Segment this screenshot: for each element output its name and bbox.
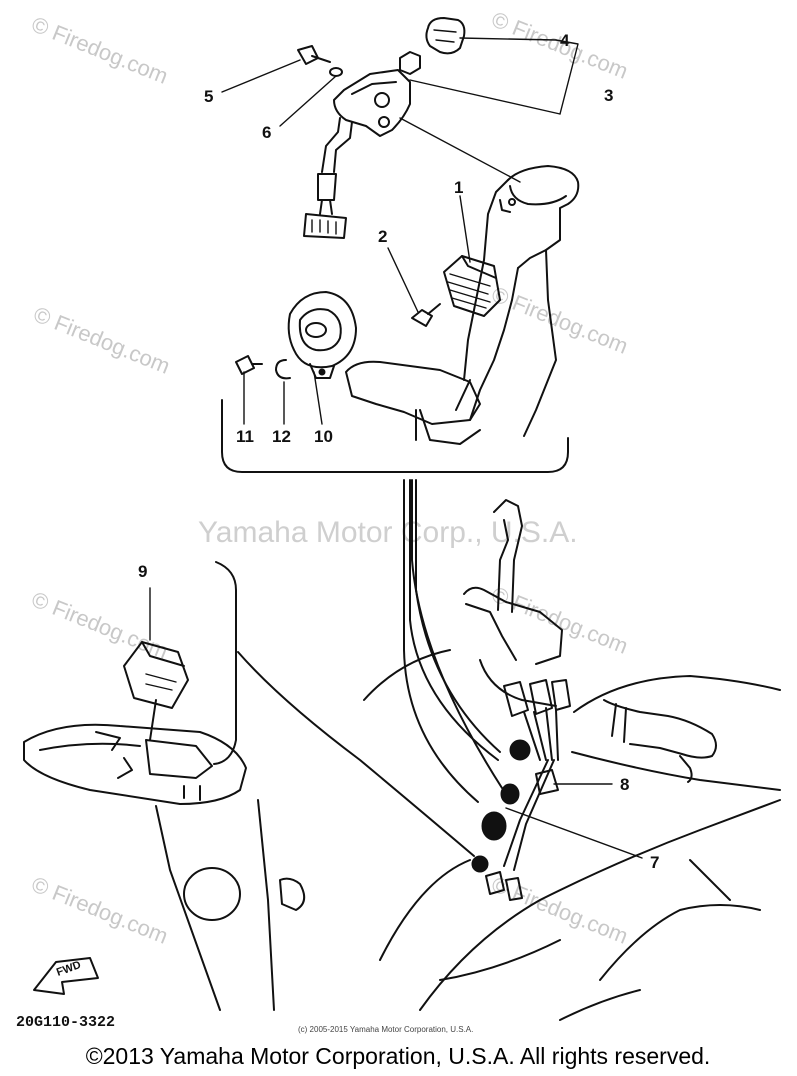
callout-6: 6	[262, 123, 271, 142]
callout-1: 1	[454, 178, 463, 197]
handlebar-assembly	[363, 499, 781, 1021]
horn-assembly	[235, 291, 357, 380]
watermark-corp: Yamaha Motor Corp., U.S.A.	[198, 516, 578, 549]
callout-12: 12	[272, 427, 291, 446]
callout-5: 5	[204, 87, 213, 106]
watermark-site: © Firedog.com	[28, 871, 171, 948]
watermark-site: © Firedog.com	[30, 301, 173, 378]
small-copyright: (c) 2005-2015 Yamaha Motor Corporation, …	[298, 1025, 473, 1034]
main-switch-assembly	[297, 17, 466, 239]
frame-head	[345, 165, 580, 445]
watermark-site: © Firedog.com	[28, 11, 171, 88]
callout-9: 9	[138, 562, 147, 581]
detail-bracket	[221, 399, 569, 473]
bolt-part-2	[411, 303, 441, 327]
front-panel	[23, 723, 306, 1011]
relay-part-1	[443, 255, 501, 317]
wire-runs	[213, 479, 503, 857]
callout-2: 2	[378, 227, 387, 246]
callout-8: 8	[620, 775, 629, 794]
watermark-site: © Firedog.com	[488, 871, 631, 948]
fwd-arrow: FWD	[33, 957, 99, 995]
watermark-layer: © Firedog.com © Firedog.com © Firedog.co…	[28, 6, 631, 948]
callout-11: 11	[236, 427, 254, 446]
watermark-site: © Firedog.com	[488, 281, 631, 358]
callout-numbers: 1 2 3 4 5 6 7 8 9 10 11 12	[138, 31, 659, 872]
callout-10: 10	[314, 427, 333, 446]
callout-7: 7	[650, 853, 659, 872]
relay-part-9	[123, 641, 189, 741]
footer-copyright: ©2013 Yamaha Motor Corporation, U.S.A. A…	[86, 1043, 711, 1069]
callout-4: 4	[560, 31, 570, 50]
diagram-code: 20G110-3322	[16, 1014, 115, 1031]
callout-3: 3	[604, 86, 613, 105]
